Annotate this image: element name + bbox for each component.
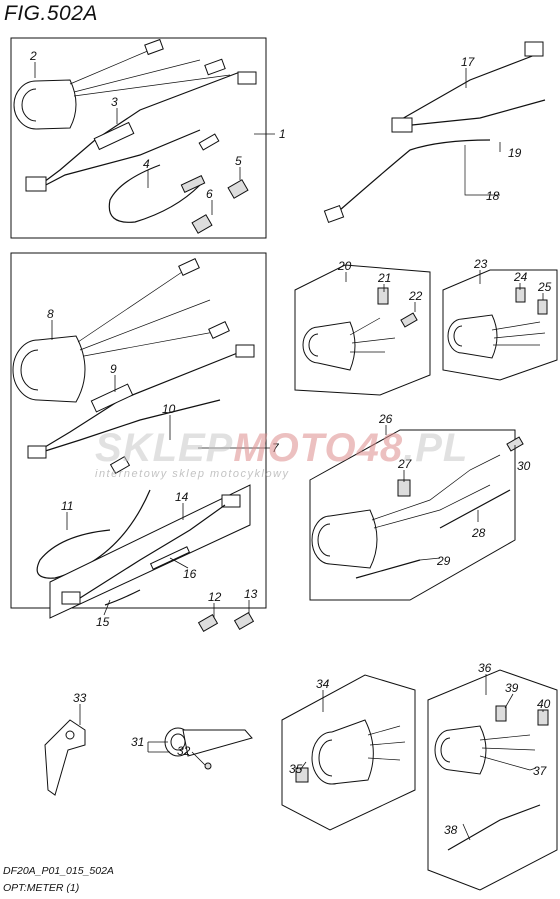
callout-29: 29 bbox=[436, 554, 451, 568]
callout-28: 28 bbox=[471, 526, 486, 540]
figure-code: DF20A_P01_015_502A bbox=[3, 865, 114, 877]
callout-3: 3 bbox=[111, 95, 118, 109]
callout-15: 15 bbox=[96, 615, 110, 629]
callout-36: 36 bbox=[478, 661, 492, 675]
callout-32: 32 bbox=[177, 744, 191, 758]
callout-14: 14 bbox=[175, 490, 189, 504]
callout-22: 22 bbox=[408, 289, 423, 303]
callout-23: 23 bbox=[473, 257, 488, 271]
kit-box-34 bbox=[281, 674, 416, 831]
callout-7: 7 bbox=[272, 441, 280, 455]
callout-12: 12 bbox=[208, 590, 222, 604]
callout-20: 20 bbox=[337, 259, 352, 273]
callout-27: 27 bbox=[397, 457, 413, 471]
callout-9: 9 bbox=[110, 362, 117, 376]
kit-box-23 bbox=[442, 269, 558, 381]
figure-name: OPT:METER (1) bbox=[3, 882, 80, 894]
callout-19: 19 bbox=[508, 146, 522, 160]
callout-21: 21 bbox=[377, 271, 391, 285]
callout-38: 38 bbox=[444, 823, 458, 837]
callout-2: 2 bbox=[29, 49, 37, 63]
callout-8: 8 bbox=[47, 307, 54, 321]
callout-5: 5 bbox=[235, 154, 242, 168]
kit-box-20 bbox=[294, 264, 431, 396]
kit-box-36 bbox=[427, 669, 558, 891]
kit-box-1 bbox=[10, 37, 267, 239]
callout-16: 16 bbox=[183, 567, 197, 581]
callout-35: 35 bbox=[289, 762, 303, 776]
callout-4: 4 bbox=[143, 157, 150, 171]
figure-title: FIG.502A bbox=[4, 2, 98, 25]
callout-6: 6 bbox=[206, 187, 213, 201]
callout-33: 33 bbox=[73, 691, 87, 705]
callout-34: 34 bbox=[316, 677, 330, 691]
callout-31: 31 bbox=[131, 735, 144, 749]
kit-box-7 bbox=[10, 252, 267, 633]
callout-39: 39 bbox=[505, 681, 519, 695]
callout-25: 25 bbox=[537, 280, 552, 294]
callout-37: 37 bbox=[533, 764, 548, 778]
callout-40: 40 bbox=[537, 697, 551, 711]
callout-18: 18 bbox=[486, 189, 500, 203]
holder-31 bbox=[164, 727, 253, 770]
leader-lines bbox=[34, 62, 544, 841]
callout-10: 10 bbox=[162, 402, 176, 416]
bracket-33 bbox=[44, 719, 86, 796]
callout-30: 30 bbox=[517, 459, 531, 473]
kit-box-26 bbox=[309, 429, 524, 601]
callout-26: 26 bbox=[378, 412, 393, 426]
callout-13: 13 bbox=[244, 587, 258, 601]
callout-11: 11 bbox=[61, 499, 73, 513]
callout-1: 1 bbox=[279, 127, 286, 141]
callout-17: 17 bbox=[461, 55, 476, 69]
callout-labels: 2 3 1 4 5 6 8 9 10 7 11 14 16 15 12 13 1… bbox=[29, 49, 552, 837]
callout-24: 24 bbox=[513, 270, 528, 284]
harness-17 bbox=[323, 41, 546, 224]
